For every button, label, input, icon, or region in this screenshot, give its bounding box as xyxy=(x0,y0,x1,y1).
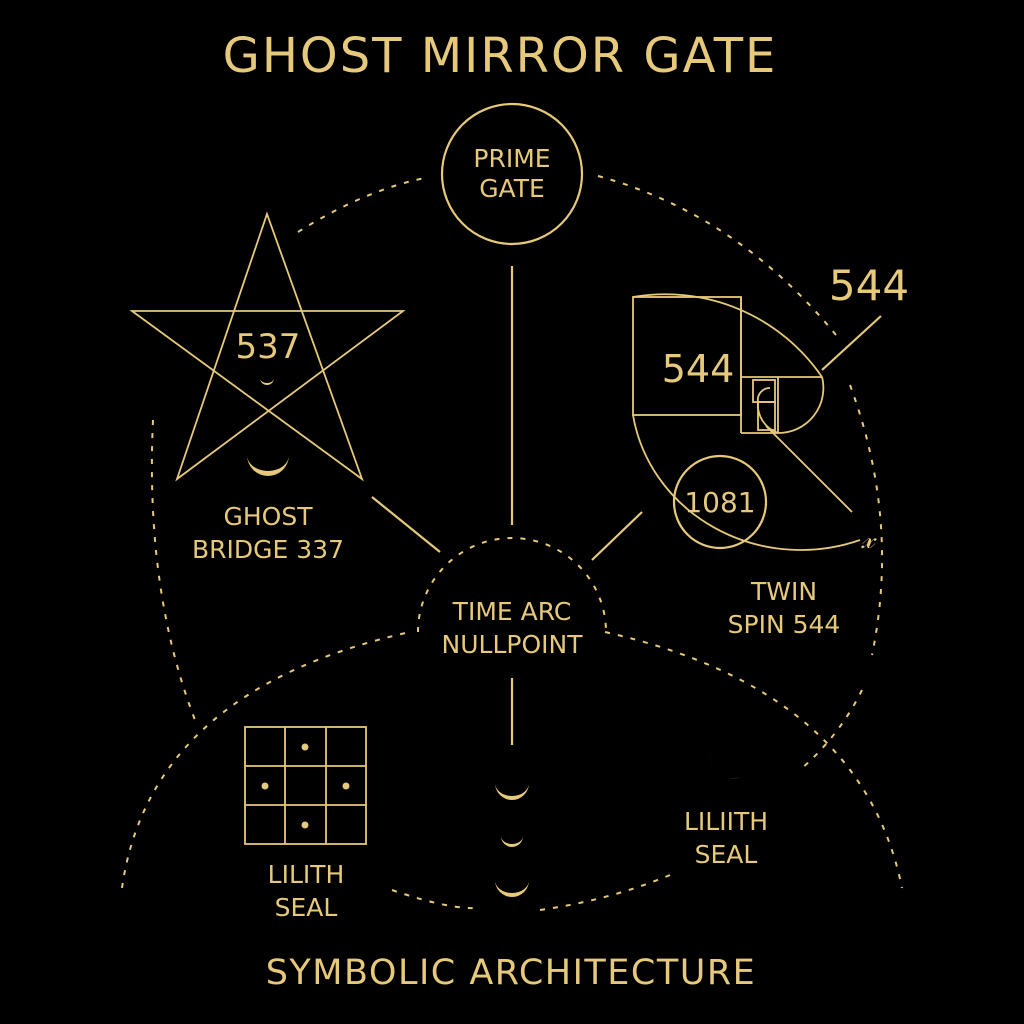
ghost-bridge-label-line2: BRIDGE 337 xyxy=(192,535,344,564)
spiral-pointer-line xyxy=(821,315,882,371)
crescent-moon-icon xyxy=(247,455,289,476)
prime-gate-label-line1: PRIME xyxy=(473,144,550,173)
spiral-circle-number: 1081 xyxy=(684,486,755,519)
outer-dashed-arcs xyxy=(121,175,903,911)
twin-spin: 544 544 1081 𝓍 TWIN SPIN 544 xyxy=(632,261,909,639)
small-crescent-icon xyxy=(260,378,274,385)
crescent-moon-icon xyxy=(709,738,744,779)
ghost-bridge-label-line1: GHOST xyxy=(224,502,314,531)
diagram-title: GHOST MIRROR GATE xyxy=(223,28,778,84)
spiral-circle xyxy=(672,454,768,550)
twin-spin-label-line2: SPIN 544 xyxy=(728,610,841,639)
spiral-symbol: 𝓍 xyxy=(860,522,877,555)
crescent-moon-icon xyxy=(495,880,529,897)
lilith-right-label-line1: LILIITH xyxy=(684,807,768,836)
ghost-bridge: 537 GHOST BRIDGE 337 xyxy=(129,211,406,564)
twin-spin-label-line1: TWIN xyxy=(750,577,817,606)
pentagram-icon xyxy=(129,211,406,482)
diagram-footer: SYMBOLIC ARCHITECTURE xyxy=(266,953,757,993)
lilith-left-label-line1: LILITH xyxy=(268,860,345,889)
time-arc-nullpoint: TIME ARC NULLPOINT xyxy=(417,537,607,659)
star-connector xyxy=(371,496,441,553)
prime-gate-circle xyxy=(440,102,584,246)
nullpoint-label-line2: NULLPOINT xyxy=(442,630,584,659)
magic-square-grid-icon xyxy=(244,726,367,845)
lilith-right-label-line2: SEAL xyxy=(695,840,758,869)
lilith-seal-right: LILIITH SEAL xyxy=(684,738,768,869)
crescent-moon-icon xyxy=(495,783,529,800)
spiral-outer-number: 544 xyxy=(829,261,909,310)
crescent-column xyxy=(495,783,529,897)
left-crescent-icon xyxy=(163,373,189,403)
nullpoint-dome xyxy=(417,537,607,633)
golden-spiral-icon xyxy=(632,293,861,551)
nullpoint-label-line1: TIME ARC xyxy=(452,597,572,626)
lilith-left-label-line2: SEAL xyxy=(275,893,338,922)
prime-gate-label-line2: GATE xyxy=(479,174,545,203)
prime-gate: PRIME GATE xyxy=(440,102,584,246)
lilith-seal-left: LILITH SEAL xyxy=(244,726,367,922)
spiral-inner-number: 544 xyxy=(662,347,735,391)
crescent-moon-icon xyxy=(501,836,523,847)
star-number: 537 xyxy=(236,327,301,367)
spiral-connector xyxy=(591,511,643,561)
